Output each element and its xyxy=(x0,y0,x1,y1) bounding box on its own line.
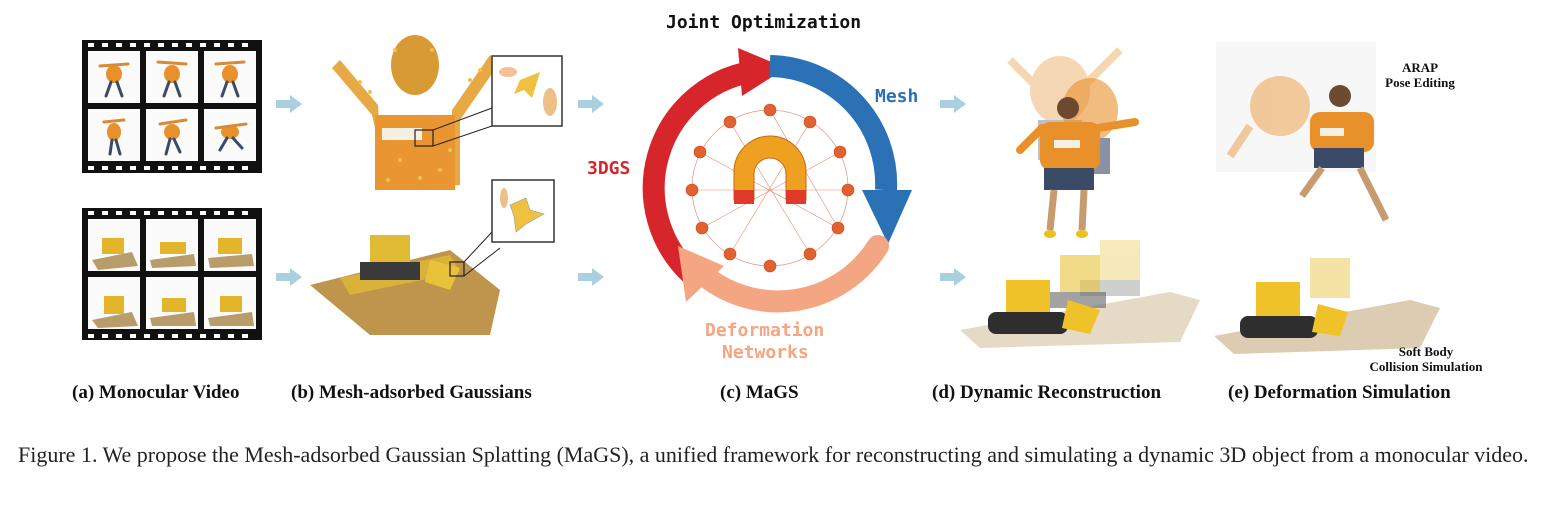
label-panel-c: (c) MaGS xyxy=(720,382,799,403)
gaussian-bulldozer xyxy=(310,179,555,335)
flow-arrow-icon xyxy=(578,95,604,113)
label-panel-b: (b) Mesh-adsorbed Gaussians xyxy=(291,382,532,403)
bulldozer-simulation xyxy=(1214,258,1440,354)
annotation-soft-body: Soft Body Collision Simulation xyxy=(1356,344,1496,374)
panel-a-monocular-video xyxy=(82,40,262,341)
flow-arrow-icon xyxy=(940,95,966,113)
cycle-title: Joint Optimization xyxy=(666,12,862,33)
label-3dgs: 3DGS xyxy=(587,158,631,179)
annotation-arap-line2: Pose Editing xyxy=(1385,75,1455,90)
optimization-cycle xyxy=(642,48,912,313)
human-figure xyxy=(1016,97,1139,238)
film-strip-icons xyxy=(82,40,262,341)
flow-arrow-icon xyxy=(578,268,604,286)
panel-e-deformation-simulation xyxy=(1214,42,1440,354)
ghost-human xyxy=(1226,76,1310,159)
annotation-arap-line1: ARAP xyxy=(1401,60,1439,75)
annotation-arap: ARAP Pose Editing xyxy=(1370,60,1470,90)
panel-d-dynamic-reconstruction xyxy=(960,47,1200,348)
gaussian-human xyxy=(332,35,563,190)
flow-arrow-icon xyxy=(940,268,966,286)
gaussian-renderings xyxy=(310,35,563,335)
film-strip-human xyxy=(82,40,262,173)
human-figure xyxy=(1299,85,1390,222)
figure-caption: Figure 1. We propose the Mesh-adsorbed G… xyxy=(18,442,1529,467)
label-deformation-line2: Networks xyxy=(722,342,809,363)
bulldozer-reconstruction xyxy=(960,240,1200,348)
label-mesh: Mesh xyxy=(875,86,919,107)
annotation-soft-line2: Collision Simulation xyxy=(1369,359,1483,374)
flow-arrow-icon xyxy=(276,268,302,286)
label-panel-a: (a) Monocular Video xyxy=(72,382,240,403)
panel-b-mesh-adsorbed-gaussians xyxy=(300,10,570,340)
label-deformation-line1: Deformation xyxy=(705,320,825,341)
film-strip-bulldozer xyxy=(82,208,262,341)
label-panel-d: (d) Dynamic Reconstruction xyxy=(932,382,1162,403)
magnet-icon xyxy=(685,103,855,273)
flow-arrow-icon xyxy=(276,95,302,113)
annotation-soft-line1: Soft Body xyxy=(1398,344,1454,359)
label-panel-e: (e) Deformation Simulation xyxy=(1228,382,1451,403)
